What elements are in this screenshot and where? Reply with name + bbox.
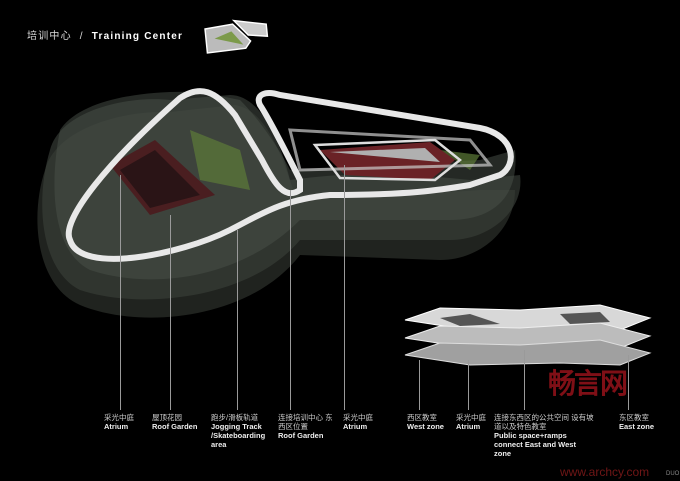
label-en: Jogging Track /Skateboarding area: [211, 422, 266, 449]
label-en: West zone: [407, 422, 444, 431]
watermark-url: www.archcy.com: [560, 465, 650, 479]
leader-line: [120, 175, 121, 410]
label-en: Roof Garden: [152, 422, 198, 431]
label-cn: 跑步/滑板轨道: [211, 413, 259, 422]
leader-line: [524, 350, 525, 410]
title-separator: /: [79, 31, 84, 42]
leader-line: [290, 190, 291, 410]
exploded-floor-diagram: [404, 304, 652, 366]
leader-line: [344, 165, 345, 410]
leader-line: [628, 355, 629, 410]
label-en: Public space+ramps connect East and West…: [494, 431, 576, 458]
leader-line: [170, 215, 171, 410]
thumbnail-building: [204, 19, 269, 54]
leader-line: [468, 360, 469, 410]
label-cn: 连接东西区的公共空间 设有坡道以及特色教室: [494, 413, 594, 431]
label-en: East zone: [619, 422, 655, 431]
label-en: Atrium: [456, 422, 481, 431]
corner-mark: DUO: [666, 471, 680, 477]
label-cn: 东区教室: [619, 413, 649, 422]
label-en: Roof Garden: [278, 431, 324, 440]
label-cn: 采光中庭: [456, 413, 486, 422]
watermark-logo: 畅言网: [548, 368, 628, 400]
label-en: Atrium: [104, 422, 129, 431]
title-cn: 培训中心: [27, 31, 72, 42]
leader-line: [419, 360, 420, 410]
label-en: Atrium: [343, 422, 368, 431]
label-cn: 采光中庭: [104, 413, 134, 422]
leader-line: [237, 230, 238, 410]
main-building: [37, 88, 521, 318]
title-en: Training Center: [91, 31, 184, 42]
label-cn: 连接培训中心 东西区位置: [278, 413, 333, 431]
label-cn: 采光中庭: [343, 413, 373, 422]
label-cn: 屋顶花园: [152, 413, 182, 422]
page-title: 培训中心 / Training Center: [27, 27, 183, 42]
label-cn: 西区教室: [407, 413, 437, 422]
watermark-text: 畅言网: [548, 368, 628, 399]
